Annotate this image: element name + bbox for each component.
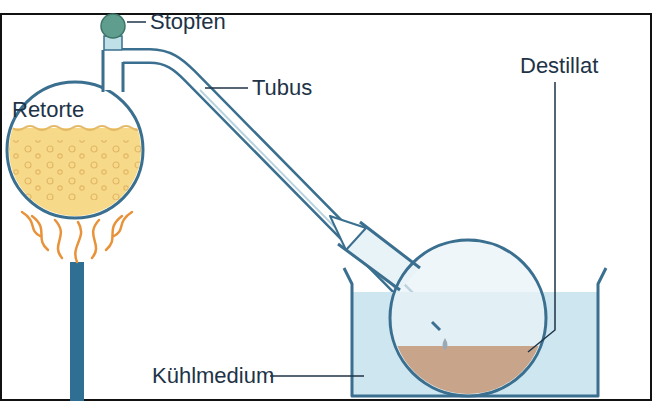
tube — [110, 56, 440, 330]
tube-tip — [432, 322, 440, 330]
retort-neck — [103, 50, 123, 92]
retort-neck-fill — [103, 50, 123, 90]
stopper — [101, 14, 125, 38]
burner — [70, 262, 84, 401]
tube-inner — [112, 56, 440, 330]
part-label: Retorte — [12, 99, 84, 121]
neck-seal — [330, 216, 366, 250]
flame — [22, 212, 132, 262]
part-label: Tubus — [252, 77, 312, 99]
part-label: Stopfen — [150, 11, 226, 33]
drop — [443, 338, 448, 350]
liquid — [0, 126, 160, 228]
part-label: Kühlmedium — [152, 365, 274, 387]
distillate — [380, 346, 560, 401]
part-label: Destillat — [520, 55, 598, 77]
leader-lines — [127, 22, 555, 376]
frame — [1, 14, 651, 400]
